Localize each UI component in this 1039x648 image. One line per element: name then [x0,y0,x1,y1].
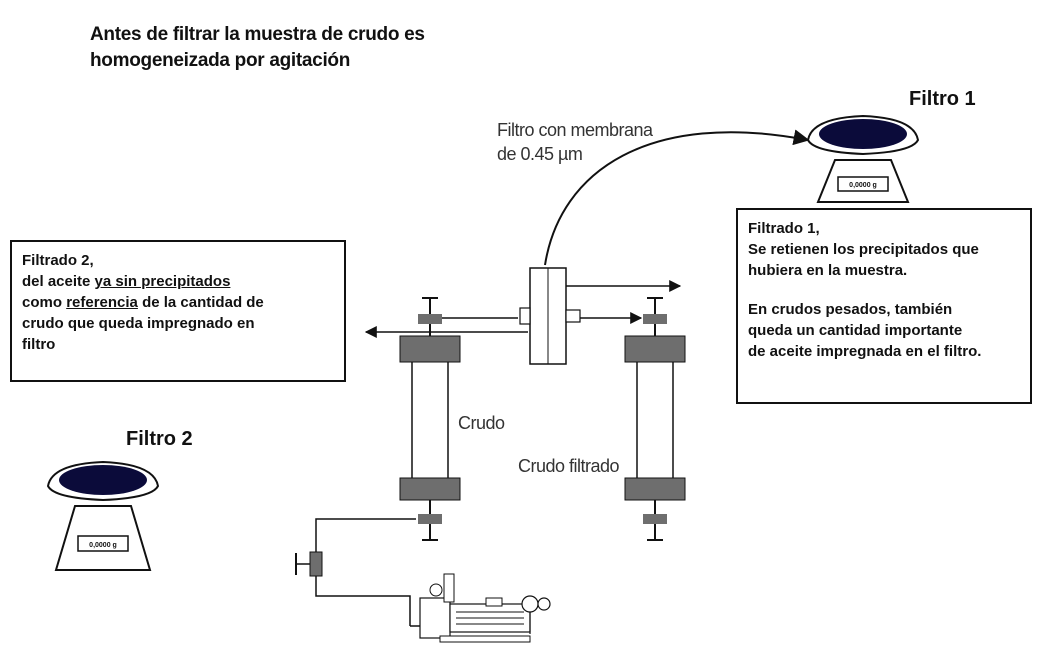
filtrado2-line-3-post: de la cantidad de [137,294,264,311]
filtrado1-line-6: queda un cantidad importante [748,322,963,339]
column-crudo-filtrado [624,297,686,541]
membrane-filter-housing [519,267,581,365]
filtrado2-line-3-text: como [22,294,67,311]
filtrado2-line-4: crudo que queda impregnado en [22,315,255,332]
curved-arrow-to-filtro1 [544,129,810,266]
membrane-label-line-2: de 0.45 µm [497,144,583,164]
filter2-heading: Filtro 2 [126,428,193,450]
column-crudo [399,297,461,541]
pump-assembly [295,518,551,643]
filtrado1-line-3: hubiera en la muestra. [748,262,908,279]
scale-1-icon: 0,0000 g [806,114,920,203]
filtrado2-line-5: filtro [22,336,56,353]
label-crudo: Crudo [458,413,505,433]
filtrado2-line-2-underlined: ya sin precipitados [94,273,231,290]
filtrado1-box: Filtrado 1, Se retienen los precipitados… [736,208,1032,404]
title-line-1: Antes de filtrar la muestra de crudo es [90,24,425,45]
scale-2-display: 0,0000 g [89,542,117,549]
filter1-heading: Filtro 1 [909,88,976,110]
filtrado1-line-2: Se retienen los precipitados que [748,241,979,258]
filtrado2-line-1: Filtrado 2, [22,252,94,269]
scale-2-icon: 0,0000 g [46,460,160,571]
filtrado2-line-2: del aceite ya sin precipitados [22,271,334,292]
filtrado2-line-2-text: del aceite [22,273,95,290]
membrane-label: Filtro con membrana de 0.45 µm [497,118,653,166]
filtrado1-line-5: En crudos pesados, también [748,301,953,318]
scale-1-display: 0,0000 g [849,182,877,189]
filtrado1-line-1: Filtrado 1, [748,220,820,237]
label-crudo-filtrado: Crudo filtrado [518,456,620,476]
page-title: Antes de filtrar la muestra de crudo es … [90,22,425,74]
filtrado2-box: Filtrado 2, del aceite ya sin precipitad… [10,240,346,382]
title-line-2: homogeneizada por agitación [90,50,351,71]
membrane-label-line-1: Filtro con membrana [497,120,653,140]
filtrado2-line-3: como referencia de la cantidad de [22,292,334,313]
filtrado2-line-3-underlined: referencia [66,294,138,311]
filtrado1-line-7: de aceite impregnada en el filtro. [748,343,982,360]
